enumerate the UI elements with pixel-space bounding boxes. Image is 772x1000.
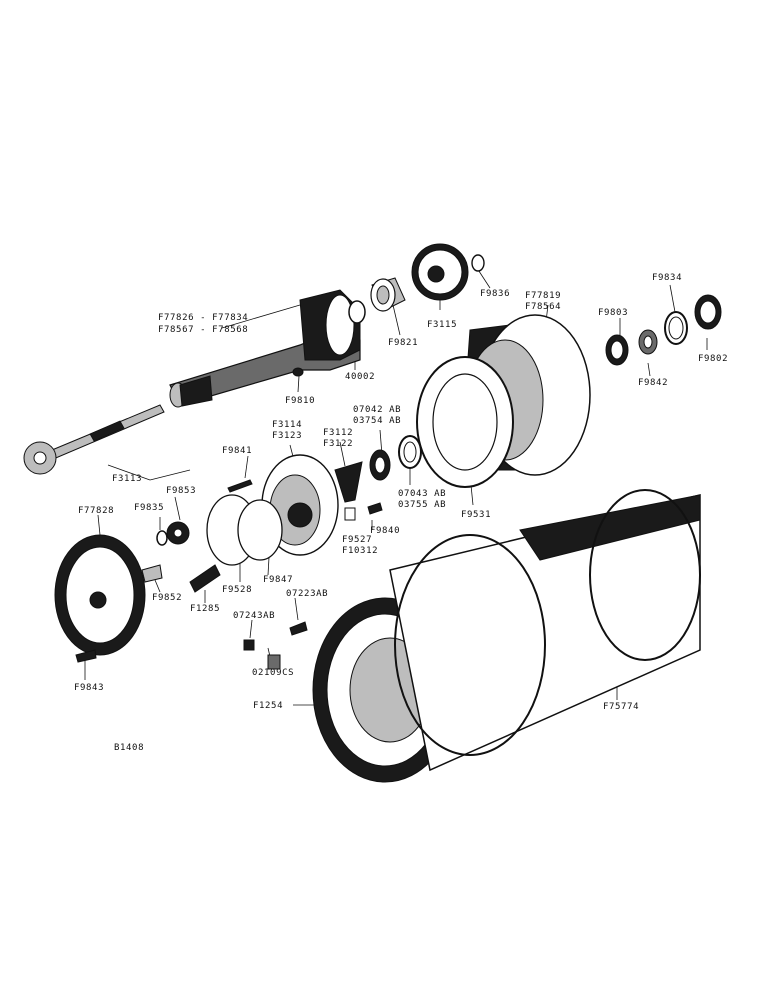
pin-f9840 [367, 502, 383, 515]
label-f9840: F9840 [370, 526, 401, 536]
label-f9836: F9836 [480, 289, 511, 299]
stud-f9843 [75, 649, 97, 663]
bearing-cup-07043 [398, 435, 422, 469]
label-f75774: F75774 [603, 702, 640, 712]
label-07042: 07042 AB [353, 405, 402, 415]
ring-f9834 [664, 311, 688, 345]
axle-shaft [169, 289, 361, 408]
drum-f1254 [312, 597, 458, 783]
bushing-f9821 [370, 277, 406, 312]
label-f3123: F3123 [272, 431, 303, 441]
hub-f77828 [54, 534, 146, 656]
label-f78564: F78564 [525, 302, 562, 312]
label-f9847: F9847 [263, 575, 294, 585]
shoe-f1285 [189, 564, 221, 593]
bearing-f9803 [605, 334, 629, 366]
key-f9527 [344, 507, 356, 521]
label-f3114: F3114 [272, 420, 303, 430]
label-f9834: F9834 [652, 273, 683, 283]
label-07043: 07043 AB [398, 489, 447, 499]
washer-40002 [348, 300, 366, 324]
nut-07243 [243, 639, 255, 651]
spacer-f9852 [141, 564, 163, 583]
label-03755: 03755 AB [398, 500, 447, 510]
flange-f9531 [416, 356, 514, 488]
label-f9803: F9803 [598, 308, 629, 318]
label-03754: 03754 AB [353, 416, 402, 426]
bearing-07042 [369, 449, 391, 481]
pinion-shaft [23, 404, 165, 475]
label-f1285: F1285 [190, 604, 221, 614]
label-f9527: F9527 [342, 535, 373, 545]
label-02109: 02109CS [252, 668, 295, 678]
label-07223: 07223AB [286, 589, 329, 599]
label-40002: 40002 [345, 372, 376, 382]
label-f3112: F3112 [323, 428, 354, 438]
label-f78567: F78567 - F78568 [158, 325, 249, 335]
label-f9528: F9528 [222, 585, 253, 595]
label-f10312: F10312 [342, 546, 379, 556]
label-f9841: F9841 [222, 446, 253, 456]
label-f9835: F9835 [134, 503, 165, 513]
label-f1254: F1254 [253, 701, 284, 711]
bearing-f9842 [638, 329, 658, 355]
label-f3115: F3115 [427, 320, 458, 330]
ring-f9836 [471, 254, 485, 272]
lever-f3112 [334, 461, 363, 503]
gear-f3115 [411, 243, 469, 301]
label-f3113: F3113 [112, 474, 143, 484]
label-f9853: F9853 [166, 486, 197, 496]
pin-f9841 [227, 479, 253, 493]
label-b1408: B1408 [114, 743, 145, 753]
label-f77826: F77826 - F77834 [158, 313, 249, 323]
pin-f9810 [292, 367, 304, 377]
label-f9802: F9802 [698, 354, 729, 364]
label-f9842: F9842 [638, 378, 669, 388]
plate-f9847 [237, 499, 283, 561]
clip-02109 [267, 654, 281, 670]
washer-f9835 [156, 530, 168, 546]
label-f9843: F9843 [74, 683, 105, 693]
bolt-07223 [289, 621, 308, 636]
label-f9852: F9852 [152, 593, 183, 603]
label-f77819: F77819 [525, 291, 562, 301]
label-f9531: F9531 [461, 510, 492, 520]
label-07243: 07243AB [233, 611, 276, 621]
label-f9821: F9821 [388, 338, 419, 348]
cylinder-f75774 [389, 489, 701, 772]
gear-f9853 [166, 521, 190, 545]
label-f77828: F77828 [78, 506, 115, 516]
label-f9810: F9810 [285, 396, 316, 406]
label-f3122: F3122 [323, 439, 354, 449]
seal-f9802 [694, 294, 722, 330]
